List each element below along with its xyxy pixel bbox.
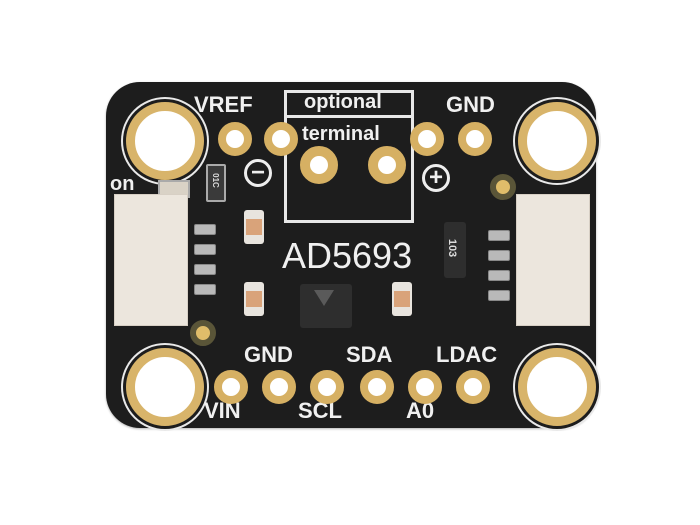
mounting-hole-top-left	[126, 102, 204, 180]
pad-vin	[214, 370, 248, 404]
pad-sda	[360, 370, 394, 404]
label-sda: SDA	[346, 342, 393, 367]
capacitor	[244, 282, 264, 316]
pad-a0	[408, 370, 442, 404]
label-optional: optional	[304, 91, 382, 113]
analog-devices-logo-icon	[314, 290, 334, 306]
pad-ldac	[456, 370, 490, 404]
optional-terminal-box	[284, 90, 414, 118]
pad-vref	[218, 122, 252, 156]
dac-chip	[300, 284, 352, 328]
breakout-board: VREF optional terminal GND on − + 01C AD…	[106, 82, 596, 428]
via-left	[190, 320, 216, 346]
connector-pin	[488, 290, 510, 301]
pad-terminal-plus	[368, 146, 406, 184]
connector-pin	[194, 264, 216, 275]
label-gnd-top: GND	[446, 92, 495, 117]
chip-name-label: AD5693	[282, 235, 413, 276]
connector-pin	[194, 224, 216, 235]
connector-pin	[194, 284, 216, 295]
mounting-hole-top-right	[518, 102, 596, 180]
pad-terminal-minus	[300, 146, 338, 184]
capacitor	[392, 282, 412, 316]
label-a0: A0	[406, 398, 435, 423]
small-resistor: 01C	[206, 164, 226, 202]
connector-pin	[488, 230, 510, 241]
pad-gnd-top	[458, 122, 492, 156]
label-terminal: terminal	[302, 123, 380, 145]
stemma-qt-connector-left[interactable]	[114, 194, 188, 326]
label-vin: VIN	[204, 398, 241, 423]
label-on: on	[110, 173, 135, 195]
label-ldac: LDAC	[436, 342, 498, 367]
pad-terminal-plus-small	[410, 122, 444, 156]
resistor-array-marking: 103	[446, 238, 459, 258]
connector-pin	[194, 244, 216, 255]
via-top-right	[490, 174, 516, 200]
pad-gnd-bottom	[262, 370, 296, 404]
stemma-qt-connector-right[interactable]	[516, 194, 590, 326]
resistor-array: 103	[444, 222, 466, 278]
terminal-outline	[284, 118, 414, 223]
label-gnd-bottom: GND	[244, 342, 293, 367]
label-scl: SCL	[298, 398, 342, 423]
connector-pin	[488, 270, 510, 281]
pad-scl	[310, 370, 344, 404]
mounting-hole-bottom-left	[126, 348, 204, 426]
capacitor	[244, 210, 264, 244]
label-vref: VREF	[194, 92, 253, 117]
connector-pin	[488, 250, 510, 261]
pad-terminal-minus-small	[264, 122, 298, 156]
minus-symbol-icon: −	[244, 159, 272, 187]
small-resistor-marking: 01C	[210, 173, 220, 188]
mounting-hole-bottom-right	[518, 348, 596, 426]
plus-symbol-icon: +	[422, 164, 450, 192]
